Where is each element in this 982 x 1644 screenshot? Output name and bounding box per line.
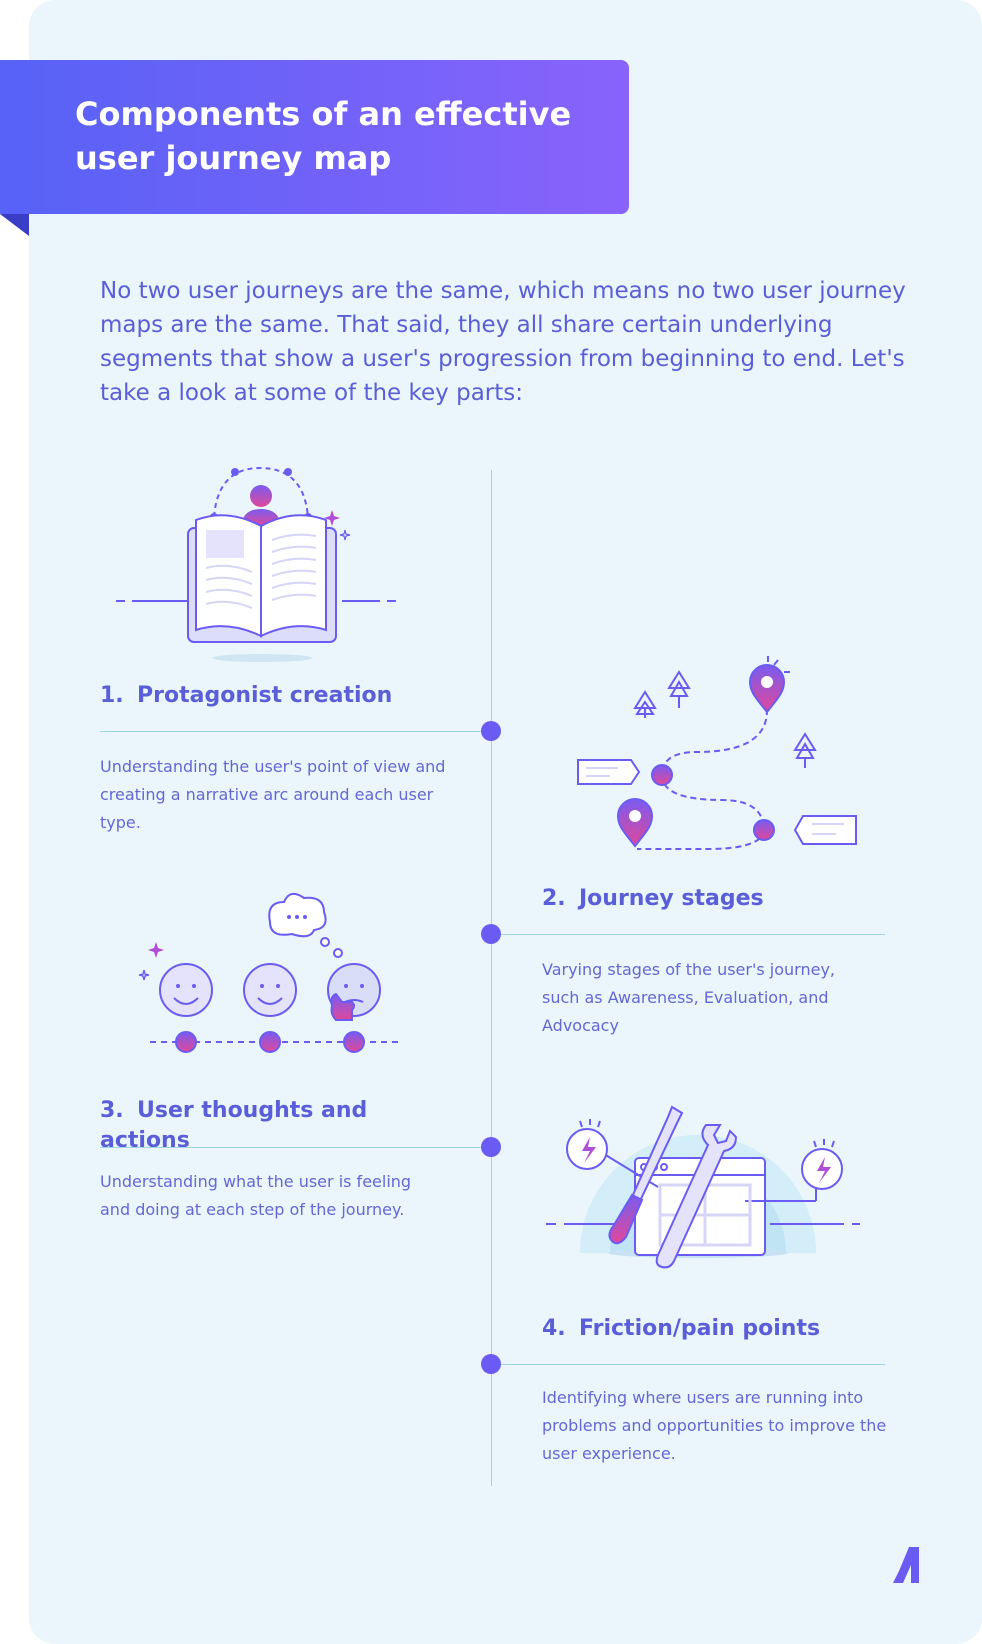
title-banner: Components of an effective user journey …: [0, 60, 629, 214]
component-2-heading: 2. Journey stages: [542, 884, 902, 914]
tools-icon: [546, 1105, 860, 1269]
component-2-title: Journey stages: [579, 886, 764, 911]
component-1-description: Understanding the user's point of view a…: [100, 757, 446, 832]
component-3-heading: 3.User thoughts and actions: [100, 1096, 460, 1156]
intro-text: No two user journeys are the same, which…: [100, 278, 906, 406]
component-4-description: Identifying where users are running into…: [542, 1388, 887, 1463]
component-4-rule: [491, 1364, 885, 1365]
emoji-thoughts-icon: [138, 892, 400, 1053]
brand-logo: [893, 1547, 919, 1583]
page-title: Components of an effective user journey …: [75, 95, 572, 177]
banner-fold: [0, 214, 29, 236]
component-2-description: Varying stages of the user's journey, su…: [542, 960, 835, 1035]
component-2-number: 2.: [542, 886, 566, 911]
component-3-description: Understanding what the user is feeling a…: [100, 1172, 412, 1219]
component-1-rule: [100, 731, 491, 732]
component-3-number: 3.: [100, 1098, 124, 1123]
timeline-dot-1: [481, 721, 501, 741]
component-3-rule: [100, 1147, 491, 1148]
component-4-title: Friction/pain points: [579, 1316, 821, 1341]
timeline-dot-2: [481, 924, 501, 944]
component-1-heading: 1. Protagonist creation: [100, 681, 460, 711]
component-1-title: Protagonist creation: [137, 683, 393, 708]
journey-map-icon: [577, 656, 857, 850]
timeline-dot-3: [481, 1137, 501, 1157]
component-3-title: User thoughts and actions: [100, 1098, 368, 1153]
timeline-dot-4: [481, 1354, 501, 1374]
component-4-number: 4.: [542, 1316, 566, 1341]
component-1-number: 1.: [100, 683, 124, 708]
component-2-rule: [491, 934, 885, 935]
book-user-icon: [116, 466, 396, 662]
timeline-axis: [491, 470, 492, 1486]
component-4-heading: 4. Friction/pain points: [542, 1314, 902, 1344]
